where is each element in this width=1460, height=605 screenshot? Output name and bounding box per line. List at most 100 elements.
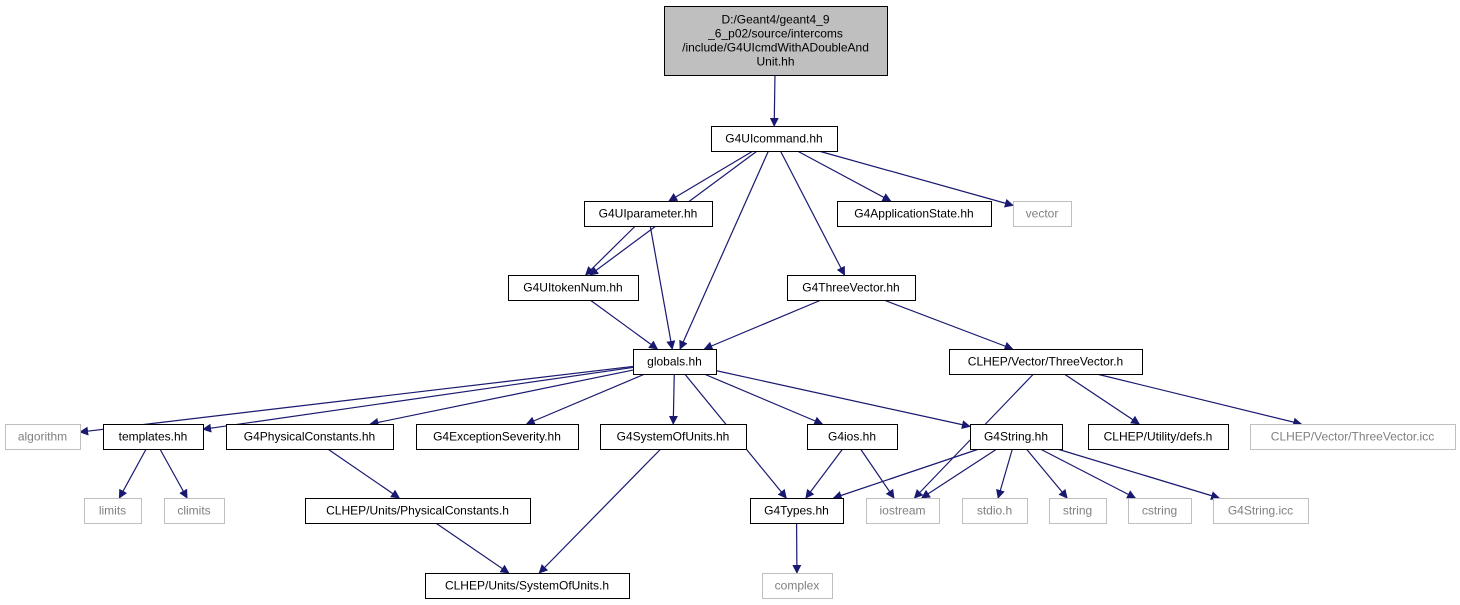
node-g4uicommand[interactable]: G4UIcommand.hh	[711, 126, 838, 152]
node-box	[750, 498, 844, 524]
edge-g4string-to-g4types	[832, 448, 980, 500]
node-label: CLHEP/Vector/ThreeVector.icc	[1271, 430, 1434, 444]
node-box	[1128, 498, 1192, 524]
edge-g4sysunits-to-clhep_sysunits	[538, 448, 662, 574]
edge-g4string-to-string	[1025, 448, 1068, 499]
node-label: stdio.h	[977, 504, 1012, 518]
node-g4threevector[interactable]: G4ThreeVector.hh	[787, 275, 916, 301]
edge-g4threevector-to-clhep_threevector	[883, 299, 1014, 351]
node-box	[508, 275, 639, 301]
node-box	[226, 424, 394, 450]
edge-g4string-to-stdio	[996, 448, 1013, 499]
edge-g4uitokennum-to-globals	[589, 299, 659, 350]
node-box	[1088, 424, 1229, 450]
edge-globals-to-algorithm	[79, 365, 634, 436]
node-label: G4UIparameter.hh	[599, 207, 698, 221]
node-label: G4ApplicationState.hh	[854, 207, 973, 221]
node-climits: climits	[164, 498, 225, 524]
node-box	[416, 424, 579, 450]
edge-clhep_threevector-to-clhep_defs	[1063, 373, 1140, 425]
node-g4string[interactable]: G4String.hh	[970, 424, 1063, 450]
node-label: templates.hh	[119, 430, 188, 444]
node-iostream: iostream	[866, 498, 940, 524]
node-g4string_icc: G4String.icc	[1213, 498, 1309, 524]
node-box	[787, 275, 916, 301]
node-stdio: stdio.h	[962, 498, 1028, 524]
node-box	[949, 349, 1143, 375]
edge-clhep_threevector-to-clhep_threevector_icc	[1096, 373, 1303, 427]
node-label: limits	[99, 504, 126, 518]
node-box	[1250, 424, 1456, 450]
edge-g4string-to-g4string_icc	[1057, 448, 1221, 500]
node-box	[1013, 201, 1072, 227]
edge-g4uiparameter-to-g4uitokennum	[585, 225, 636, 276]
node-label: G4SystemOfUnits.hh	[617, 430, 730, 444]
node-label: D:/Geant4/geant4_9	[721, 13, 829, 27]
node-box	[103, 424, 204, 450]
node-g4uitokennum[interactable]: G4UItokenNum.hh	[508, 275, 639, 301]
node-box	[1213, 498, 1309, 524]
node-box	[970, 424, 1063, 450]
node-g4ios[interactable]: G4ios.hh	[807, 424, 898, 450]
node-label: string	[1063, 504, 1092, 518]
node-label: G4Types.hh	[764, 504, 829, 518]
node-box	[837, 201, 992, 227]
node-label: G4UItokenNum.hh	[523, 281, 622, 295]
node-clhep_threevector[interactable]: CLHEP/Vector/ThreeVector.h	[949, 349, 1143, 375]
edge-g4uicommand-to-vector	[818, 150, 1014, 208]
node-g4sysunits[interactable]: G4SystemOfUnits.hh	[600, 424, 747, 450]
edge-g4uicommand-to-g4appstate	[797, 150, 892, 202]
edge-globals-to-g4physconst	[369, 369, 634, 427]
edges-layer	[79, 74, 1303, 574]
node-g4uiparameter[interactable]: G4UIparameter.hh	[584, 201, 713, 227]
node-box	[600, 424, 747, 450]
node-g4excsev[interactable]: G4ExceptionSeverity.hh	[416, 424, 579, 450]
node-label: climits	[177, 504, 210, 518]
node-templates[interactable]: templates.hh	[103, 424, 204, 450]
edge-g4ios-to-g4types	[805, 448, 844, 499]
node-box	[584, 201, 713, 227]
node-complex: complex	[762, 573, 833, 599]
node-clhep_physconst[interactable]: CLHEP/Units/PhysicalConstants.h	[305, 498, 531, 524]
node-g4physconst[interactable]: G4PhysicalConstants.hh	[226, 424, 394, 450]
node-root[interactable]: D:/Geant4/geant4_9_6_p02/source/intercom…	[664, 6, 888, 76]
edge-g4uiparameter-to-globals	[649, 225, 676, 350]
edge-globals-to-templates	[202, 366, 634, 433]
node-globals[interactable]: globals.hh	[633, 349, 717, 375]
node-box	[711, 126, 838, 152]
edge-g4uicommand-to-globals	[679, 150, 769, 350]
node-box	[5, 424, 81, 450]
node-label: CLHEP/Vector/ThreeVector.h	[968, 355, 1123, 369]
edge-globals-to-g4excsev	[525, 373, 646, 425]
node-limits: limits	[84, 498, 142, 524]
node-box	[962, 498, 1028, 524]
node-label: G4UIcommand.hh	[725, 132, 822, 146]
node-label: globals.hh	[647, 355, 702, 369]
node-label: vector	[1026, 207, 1059, 221]
edge-g4threevector-to-globals	[703, 299, 822, 351]
edge-globals-to-g4sysunits	[668, 373, 678, 425]
node-box	[84, 498, 142, 524]
edge-g4string-to-iostream	[920, 448, 998, 499]
node-g4types[interactable]: G4Types.hh	[750, 498, 844, 524]
node-label: algorithm	[18, 430, 67, 444]
node-box	[807, 424, 898, 450]
node-label: G4String.icc	[1228, 504, 1293, 518]
node-clhep_threevector_icc: CLHEP/Vector/ThreeVector.icc	[1250, 424, 1456, 450]
node-label: complex	[775, 579, 820, 593]
node-label: Unit.hh	[756, 55, 794, 69]
node-box	[425, 573, 630, 599]
node-clhep_defs[interactable]: CLHEP/Utility/defs.h	[1088, 424, 1229, 450]
node-g4appstate[interactable]: G4ApplicationState.hh	[837, 201, 992, 227]
edge-g4ios-to-iostream	[860, 448, 895, 499]
edge-templates-to-limits	[118, 448, 147, 499]
node-label: G4ios.hh	[828, 430, 876, 444]
node-clhep_sysunits[interactable]: CLHEP/Units/SystemOfUnits.h	[425, 573, 630, 599]
edge-clhep_physconst-to-clhep_sysunits	[435, 522, 510, 574]
node-label: G4ExceptionSeverity.hh	[433, 430, 561, 444]
node-cstring: cstring	[1128, 498, 1192, 524]
edge-g4uicommand-to-g4threevector	[779, 150, 846, 276]
node-box	[164, 498, 225, 524]
